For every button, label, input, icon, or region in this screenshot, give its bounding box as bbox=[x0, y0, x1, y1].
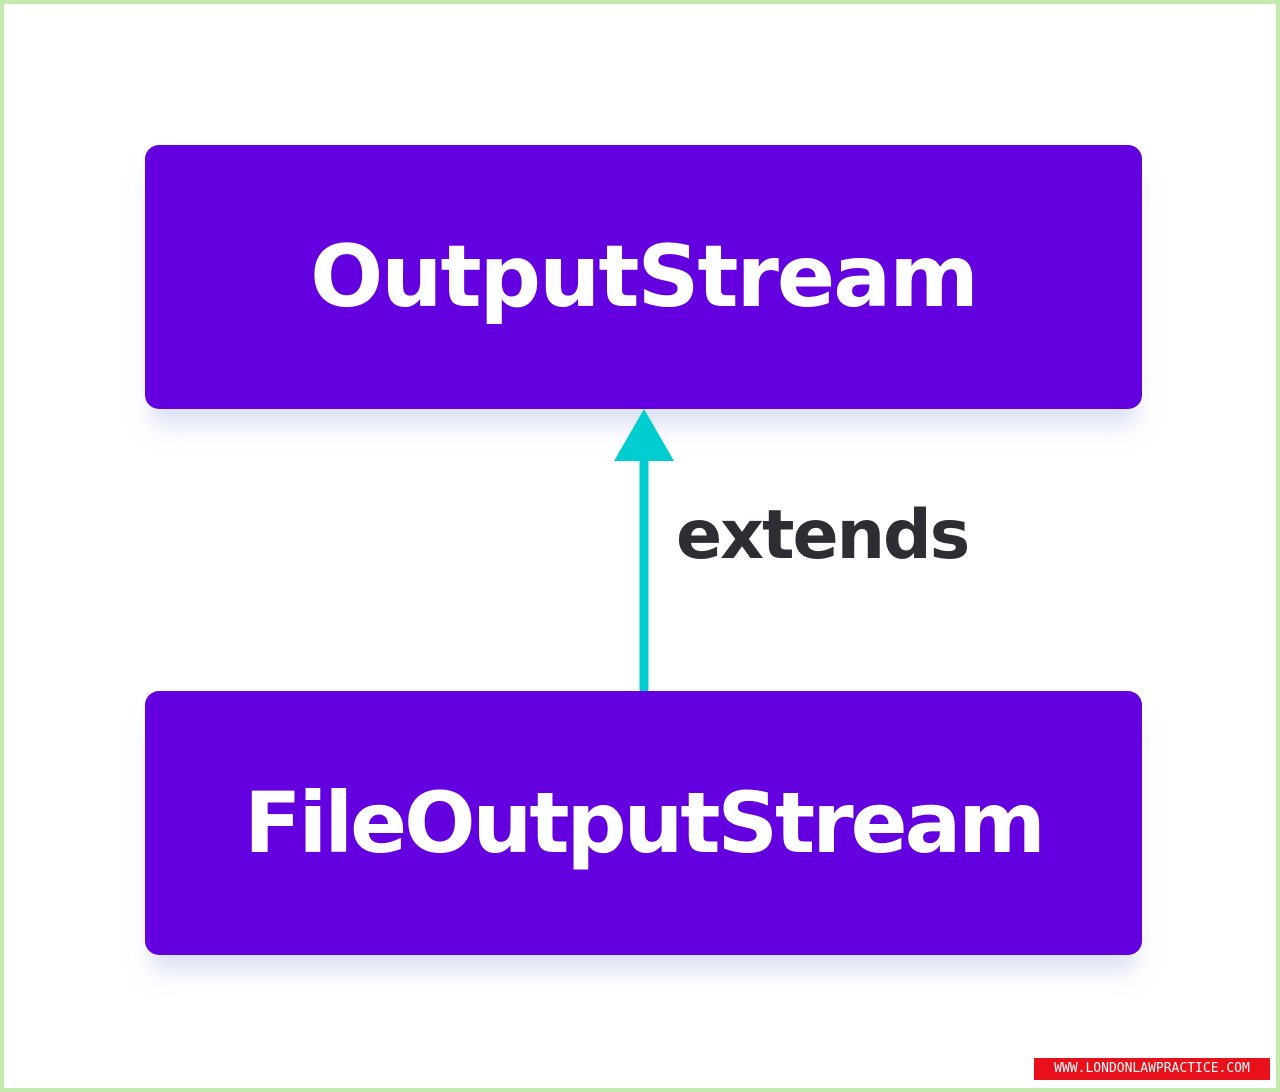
watermark: WWW.LONDONLAWPRACTICE.COM bbox=[1034, 1058, 1270, 1080]
child-class-label: FileOutputStream bbox=[244, 774, 1046, 872]
parent-class-label: OutputStream bbox=[310, 227, 979, 327]
arrow-head bbox=[614, 409, 674, 461]
inheritance-arrow bbox=[614, 409, 674, 691]
child-class-box: FileOutputStream bbox=[145, 691, 1142, 955]
relation-label: extends bbox=[676, 496, 970, 575]
parent-class-box: OutputStream bbox=[145, 145, 1142, 409]
